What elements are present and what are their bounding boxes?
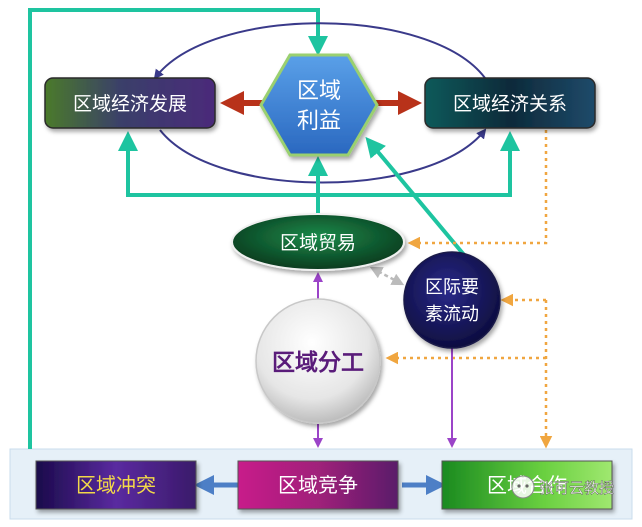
node-relations: 区域经济关系 bbox=[424, 77, 596, 129]
watermark-label: 张可云教授 bbox=[539, 479, 614, 497]
node-relations-label: 区域经济关系 bbox=[453, 93, 567, 115]
node-factor-flow-label-line1: 区际要 bbox=[425, 277, 479, 298]
navy-curve-bottom-arrow bbox=[159, 128, 487, 184]
node-center-label-line2: 利益 bbox=[297, 109, 341, 134]
node-factor-flow: 区际要 素流动 bbox=[403, 251, 501, 349]
navy-curve-top-arrow bbox=[153, 22, 486, 80]
node-development: 区域经济发展 bbox=[44, 77, 216, 129]
wechat-icon-dot-right bbox=[525, 484, 529, 488]
node-conflict-label: 区域冲突 bbox=[76, 473, 156, 497]
teal-outer-loop-arrow bbox=[28, 8, 328, 449]
node-conflict: 区域冲突 bbox=[35, 460, 197, 510]
orange-dotted-relations-to-trade bbox=[407, 130, 548, 250]
node-trade: 区域贸易 bbox=[231, 213, 405, 271]
wechat-icon-dot-left bbox=[517, 484, 521, 488]
node-division-label: 区域分工 bbox=[272, 349, 364, 376]
node-trade-label: 区域贸易 bbox=[280, 232, 356, 254]
wechat-icon bbox=[511, 475, 535, 499]
node-competition: 区域竞争 bbox=[237, 460, 399, 510]
teal-cooperation-to-center-arrow bbox=[365, 136, 472, 264]
gray-trade-flow-arrow bbox=[369, 266, 405, 286]
watermark: 张可云教授 bbox=[511, 475, 614, 499]
node-competition-label: 区域竞争 bbox=[278, 473, 358, 497]
node-factor-flow-label-line2: 素流动 bbox=[425, 304, 479, 325]
node-division: 区域分工 bbox=[255, 298, 381, 424]
node-center-label-line1: 区域 bbox=[297, 79, 341, 104]
node-development-label: 区域经济发展 bbox=[73, 93, 187, 115]
node-center-hexagon: 区域 利益 bbox=[259, 53, 379, 157]
